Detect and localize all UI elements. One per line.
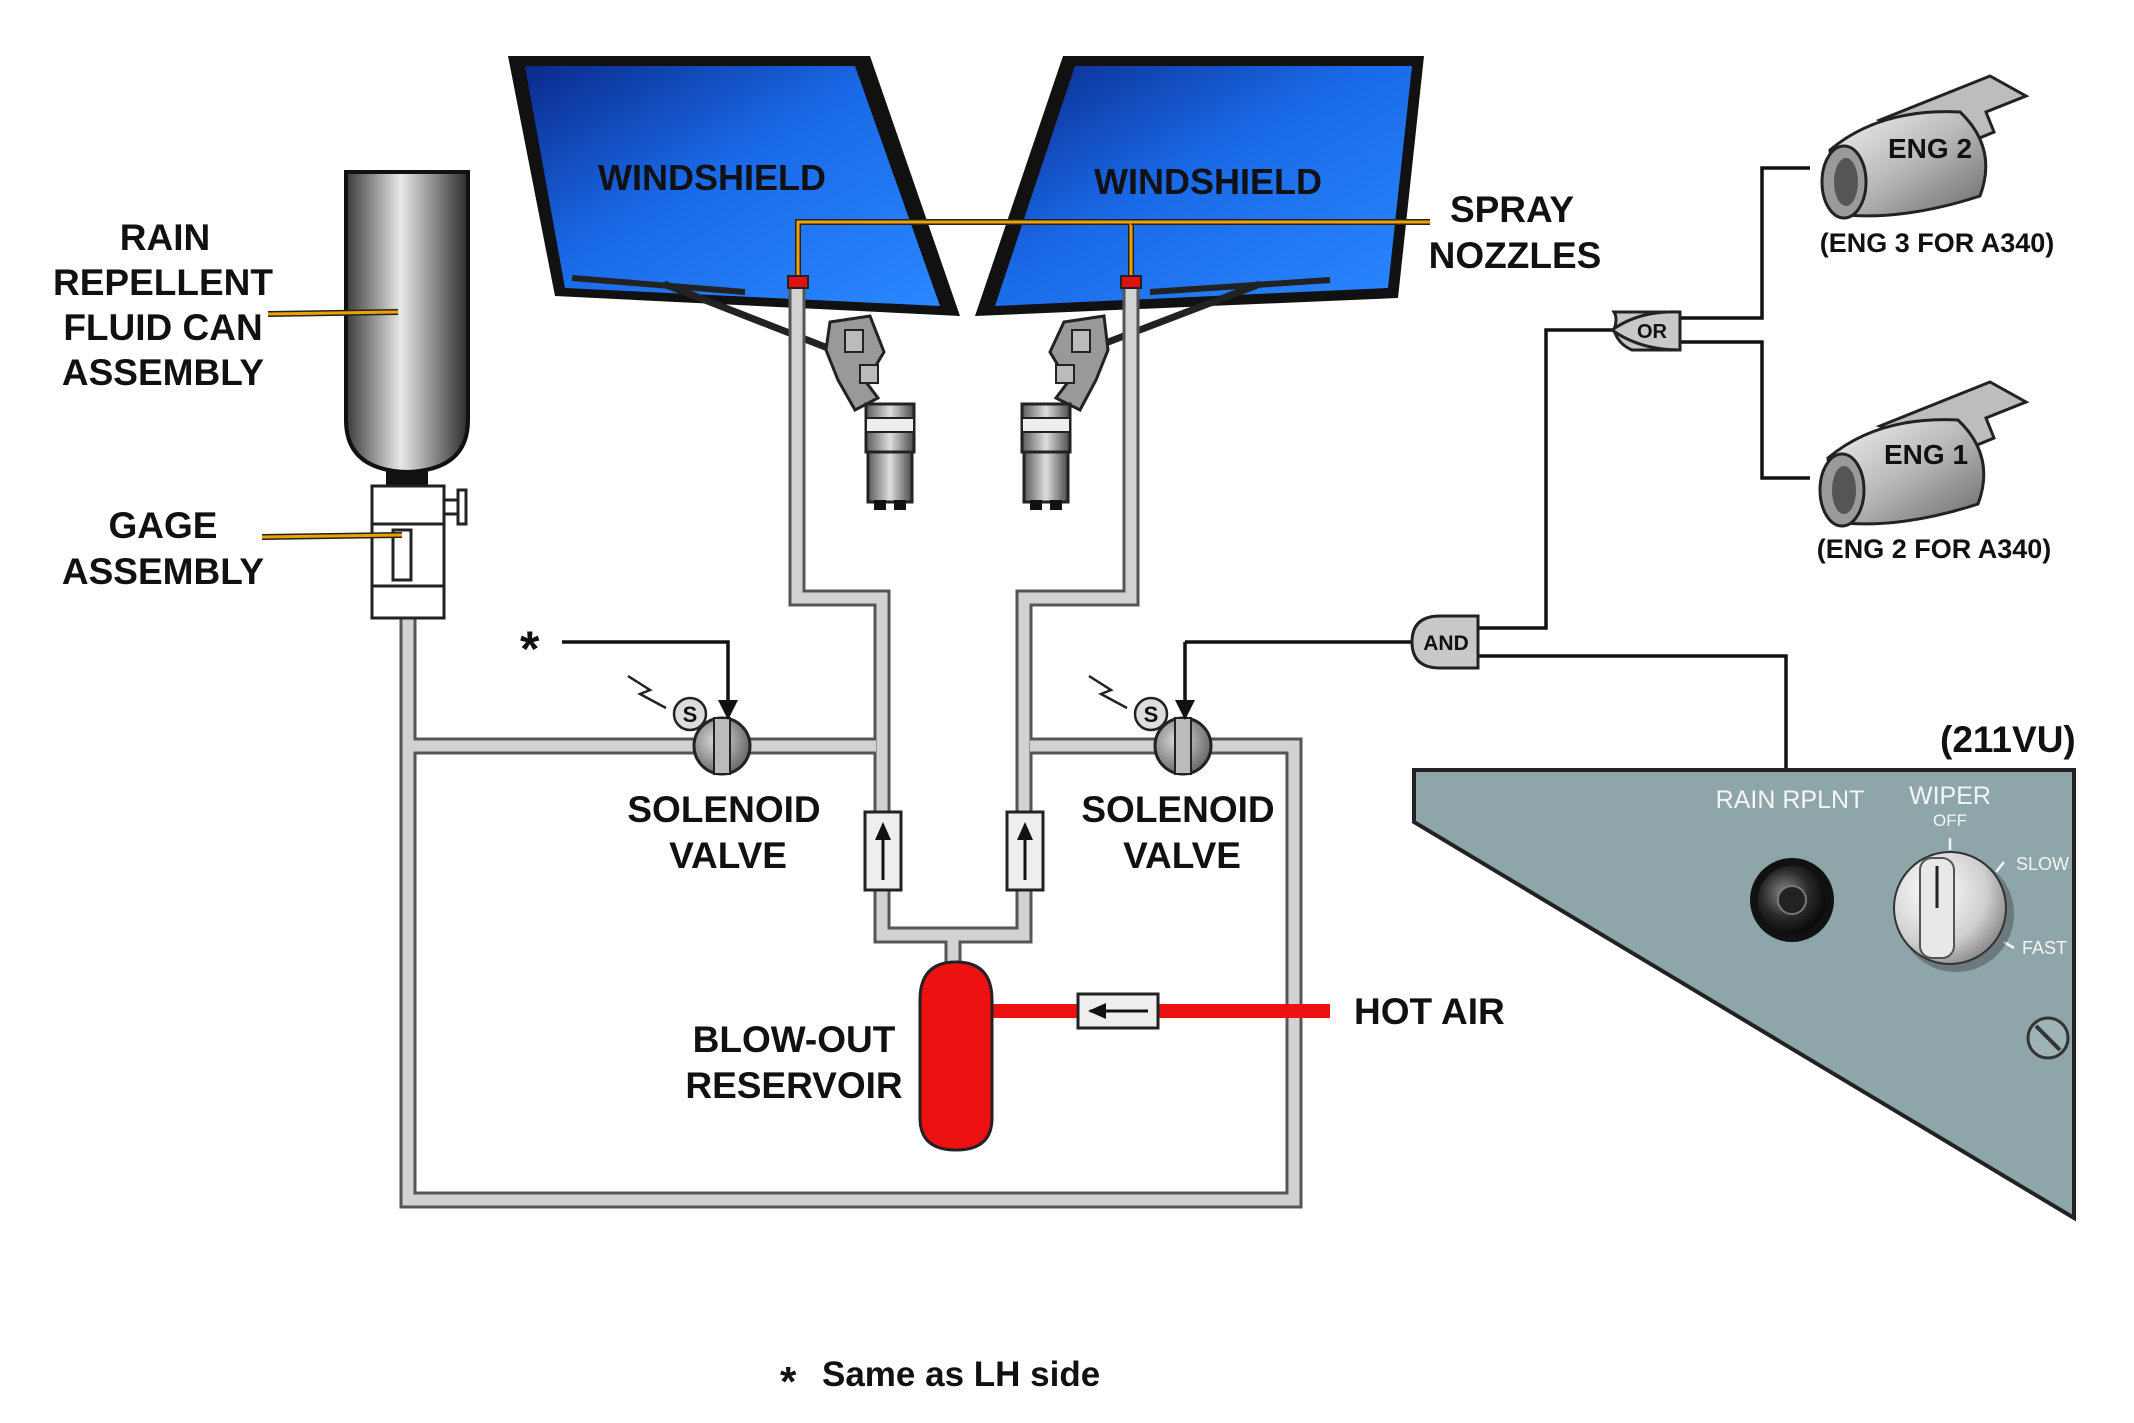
or-gate-icon: OR — [1609, 310, 1682, 352]
engine-top-note: (ENG 3 FOR A340) — [1820, 228, 2055, 258]
engine-bottom-icon: ENG 1 — [1818, 380, 2030, 528]
check-valve-left-icon — [863, 810, 903, 892]
or-gate-label: OR — [1637, 321, 1668, 343]
engine-bottom-note: (ENG 2 FOR A340) — [1817, 534, 2052, 564]
gage-leader — [261, 532, 403, 540]
spray-nozzle-left-icon — [787, 275, 809, 289]
wiper-motor-right-icon — [1020, 314, 1110, 510]
control-panel-211vu — [1412, 768, 2076, 1222]
gage-label-2: ASSEMBLY — [62, 551, 265, 592]
rain-can-label-3: FLUID CAN — [63, 307, 262, 348]
rain-rplnt-label: RAIN RPLNT — [1716, 786, 1865, 814]
hot-air-line — [990, 992, 1330, 1030]
left-valve-signal-line — [562, 640, 738, 720]
rain-can-leader — [267, 309, 399, 317]
rain-rplnt-pushbutton[interactable] — [1750, 858, 1834, 942]
windshield-right: WINDSHIELD — [975, 56, 1424, 316]
windshield-right-label: WINDSHIELD — [1094, 161, 1322, 202]
spray-nozzles-label-2: NOZZLES — [1429, 235, 1602, 276]
engine-top-label: ENG 2 — [1888, 133, 1972, 164]
solenoid-left-symbol: S — [683, 702, 698, 727]
screw-icon — [2026, 1016, 2070, 1060]
windshield-left: WINDSHIELD — [508, 56, 960, 316]
engine-bottom-label: ENG 1 — [1884, 439, 1968, 470]
engine-top-icon: ENG 2 — [1820, 74, 2030, 220]
solenoid-right-label-1: SOLENOID — [1081, 789, 1274, 830]
footnote-text: Same as LH side — [822, 1355, 1100, 1394]
fluid-can-icon — [344, 170, 470, 486]
and-gate-label: AND — [1423, 632, 1469, 655]
spray-nozzles-label-1: SPRAY — [1450, 189, 1574, 230]
logic-wires — [1175, 166, 1810, 770]
wiper-motor-left-icon — [824, 314, 916, 510]
spray-nozzle-right-icon — [1120, 275, 1142, 289]
rain-can-label-1: RAIN — [120, 217, 210, 258]
windshield-left-label: WINDSHIELD — [598, 157, 826, 198]
wiper-fast-label: FAST — [2022, 938, 2067, 958]
asterisk-mark: * — [520, 621, 540, 677]
rain-can-label-2: REPELLENT — [53, 262, 273, 303]
reservoir-label-2: RESERVOIR — [685, 1065, 902, 1106]
gage-icon — [370, 484, 468, 620]
solenoid-left-label-1: SOLENOID — [627, 789, 820, 830]
spray-nozzle-lines — [787, 219, 1430, 289]
and-gate-icon: AND — [1410, 614, 1480, 670]
wiper-off-label: OFF — [1933, 811, 1967, 830]
wiper-slow-label: SLOW — [2016, 854, 2069, 874]
solenoid-valve-right-icon: S — [1088, 674, 1213, 776]
gage-label-1: GAGE — [109, 505, 218, 546]
wiper-blades — [571, 275, 1331, 356]
solenoid-right-label-2: VALVE — [1123, 835, 1241, 876]
rain-can-label-4: ASSEMBLY — [62, 352, 265, 393]
solenoid-left-label-2: VALVE — [669, 835, 787, 876]
wiper-label: WIPER — [1909, 782, 1991, 810]
check-valve-right-icon — [1005, 810, 1045, 892]
footnote-star: * — [780, 1358, 797, 1405]
hot-air-label: HOT AIR — [1354, 991, 1505, 1032]
solenoid-valve-left-icon: S — [627, 674, 752, 776]
blow-out-reservoir-icon — [918, 960, 994, 1152]
reservoir-label-1: BLOW-OUT — [693, 1019, 896, 1060]
panel-id-label: (211VU) — [1940, 719, 2076, 760]
wiper-selector-knob[interactable] — [1893, 838, 2015, 972]
solenoid-right-symbol: S — [1144, 702, 1159, 727]
